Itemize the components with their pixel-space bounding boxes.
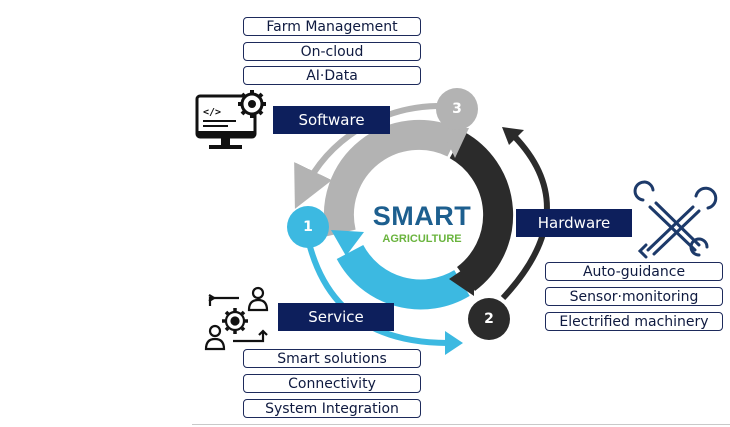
arrowhead-service: [445, 331, 463, 355]
step-3-circle: 3: [436, 88, 478, 130]
service-item-system-integration: System Integration: [243, 399, 421, 418]
agriculture-subtitle: AGRICULTURE: [382, 233, 462, 245]
ring-cap-service: [331, 230, 364, 256]
software-label: Software: [273, 106, 390, 134]
ring-segment-hardware: [449, 131, 514, 292]
ring-segment-service: [336, 244, 470, 310]
step-1-circle: 1: [287, 206, 329, 248]
software-item-ai-data: AI·Data: [243, 66, 421, 85]
service-item-smart-solutions: Smart solutions: [243, 349, 421, 368]
hardware-item-sensor-monitoring: Sensor·monitoring: [545, 287, 723, 306]
hardware-label: Hardware: [516, 209, 632, 237]
software-item-on-cloud: On-cloud: [243, 42, 421, 61]
hardware-item-auto-guidance: Auto-guidance: [545, 262, 723, 281]
ring-cap-software: [441, 128, 469, 158]
bottom-divider: [192, 424, 730, 425]
code-monitor-gear-icon: </>: [195, 90, 266, 149]
crossed-wrenches-icon: [633, 180, 718, 259]
smart-title: SMART: [372, 201, 472, 231]
arrowhead-hardware: [502, 127, 524, 145]
ring-segment-software: [323, 119, 461, 237]
service-label: Service: [278, 303, 394, 331]
hardware-item-electrified-machinery: Electrified machinery: [545, 312, 723, 331]
ring-cap-hardware: [449, 262, 474, 296]
step-2-circle: 2: [468, 298, 510, 340]
software-item-farm-management: Farm Management: [243, 17, 421, 36]
svg-text:</>: </>: [203, 107, 221, 118]
people-gear-icon: [204, 286, 269, 351]
service-item-connectivity: Connectivity: [243, 374, 421, 393]
